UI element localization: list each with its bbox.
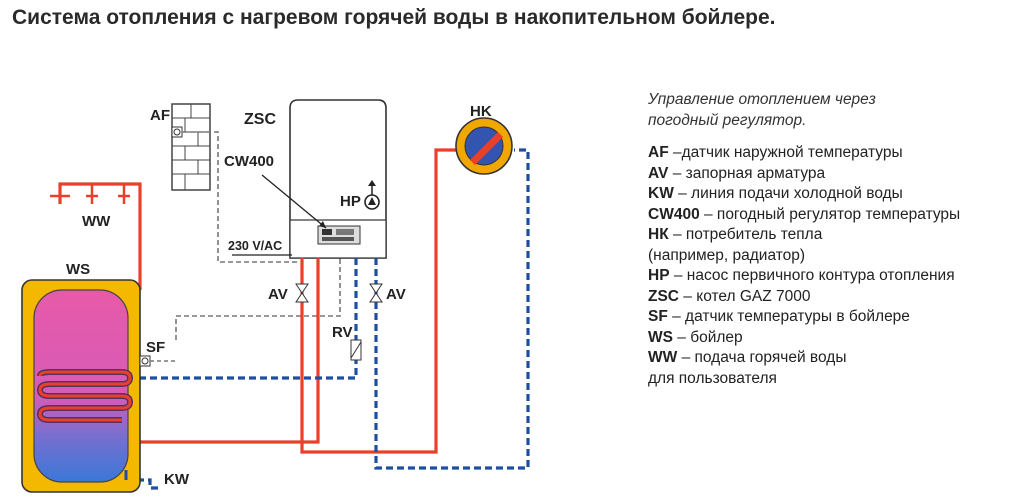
legend-text: – потребитель тепла bbox=[668, 226, 823, 243]
valve-av-left bbox=[295, 283, 309, 303]
legend-text: – котел GAZ 7000 bbox=[679, 287, 811, 305]
legend-text: –датчик наружной температуры bbox=[668, 144, 903, 161]
legend-key: НК bbox=[648, 226, 669, 243]
sf-sensor bbox=[139, 355, 176, 367]
label-sf: SF bbox=[146, 339, 165, 356]
tank-ws bbox=[21, 279, 141, 493]
hot-water-taps bbox=[50, 184, 130, 204]
heating-diagram: AF ZSC CW400 HP HK 230 V/AC WW WS SF AV … bbox=[21, 99, 530, 493]
label-av-right: AV bbox=[386, 286, 406, 303]
legend-text: – запорная арматура bbox=[668, 164, 826, 182]
legend-intro-line: погодный регулятор. bbox=[648, 111, 807, 129]
label-av-left: AV bbox=[268, 286, 288, 303]
legend-item-hk: НК – потребитель тепла bbox=[648, 225, 1018, 246]
boiler-zsc bbox=[232, 99, 387, 259]
outdoor-sensor-af bbox=[171, 103, 211, 191]
legend-key: WS bbox=[648, 328, 673, 346]
valve-av-right bbox=[369, 283, 383, 303]
legend-text: (например, радиатор) bbox=[648, 246, 806, 264]
legend-key: WW bbox=[648, 349, 678, 366]
legend-text: – бойлер bbox=[672, 328, 743, 346]
legend-item-ww-note: для пользователя bbox=[648, 369, 1018, 390]
valve-rv bbox=[350, 339, 362, 361]
legend-item-zsc: ZSC – котел GAZ 7000 bbox=[648, 287, 1018, 308]
legend-item-hp: HP – насос первичного контура отопления bbox=[648, 266, 1018, 287]
label-zsc: ZSC bbox=[244, 111, 276, 128]
legend: Управление отоплением через погодный рег… bbox=[648, 90, 1018, 389]
label-kw: KW bbox=[164, 471, 190, 488]
legend-text: для пользователя bbox=[648, 369, 777, 387]
legend-item-ws: WS – бойлер bbox=[648, 328, 1018, 349]
label-rv: RV bbox=[332, 324, 353, 341]
legend-key: KW bbox=[648, 185, 674, 202]
label-ww: WW bbox=[82, 213, 111, 230]
label-ws: WS bbox=[66, 261, 90, 278]
legend-text: – погодный регулятор температуры bbox=[699, 205, 961, 223]
legend-text: – насос первичного контура отопления bbox=[669, 267, 955, 284]
radiator-hk bbox=[455, 117, 513, 175]
legend-item-kw: KW – линия подачи холодной воды bbox=[648, 184, 1018, 205]
legend-item-ww: WW – подача горячей воды bbox=[648, 348, 1018, 369]
legend-intro-line: Управление отоплением через bbox=[648, 91, 876, 108]
label-voltage: 230 V/AC bbox=[228, 239, 282, 253]
label-cw400: CW400 bbox=[224, 153, 274, 170]
legend-item-cw400: CW400 – погодный регулятор температуры bbox=[648, 205, 1018, 226]
legend-key: HP bbox=[648, 267, 670, 284]
legend-item-hk-note: (например, радиатор) bbox=[648, 246, 1018, 267]
legend-key: SF bbox=[648, 308, 668, 325]
legend-text: – подача горячей воды bbox=[677, 349, 847, 366]
legend-key: AF bbox=[648, 144, 669, 161]
legend-key: AV bbox=[648, 164, 669, 182]
label-hk: HK bbox=[470, 103, 492, 120]
label-hp: HP bbox=[340, 193, 361, 210]
legend-item-af: AF –датчик наружной температуры bbox=[648, 143, 1018, 164]
legend-item-sf: SF – датчик температуры в бойлере bbox=[648, 307, 1018, 328]
legend-text: – датчик температуры в бойлере bbox=[667, 308, 910, 325]
legend-intro: Управление отоплением через погодный рег… bbox=[648, 90, 1018, 131]
label-af: AF bbox=[150, 107, 170, 124]
legend-key: CW400 bbox=[648, 205, 700, 223]
legend-key: ZSC bbox=[648, 287, 679, 305]
page-title: Система отопления с нагревом горячей вод… bbox=[12, 6, 776, 29]
legend-text: – линия подачи холодной воды bbox=[673, 185, 903, 202]
legend-item-av: AV – запорная арматура bbox=[648, 164, 1018, 185]
